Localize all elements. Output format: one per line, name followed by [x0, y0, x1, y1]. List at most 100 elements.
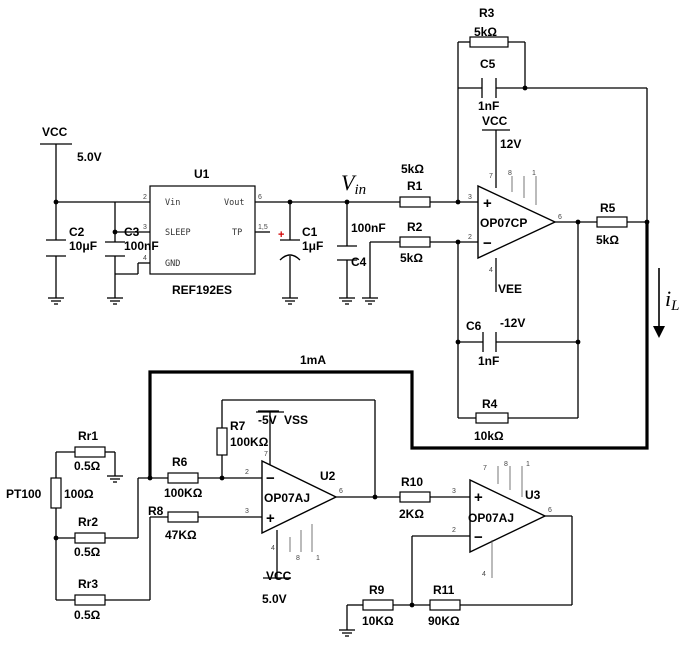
u3-pin8: 8 — [504, 461, 508, 468]
r9-designator: R9 — [369, 583, 385, 597]
rr1-value: 0.5Ω — [74, 459, 101, 473]
ground-symbols — [48, 297, 378, 637]
r2-body — [399, 236, 431, 248]
u1-pin-gnd-label: GND — [165, 259, 180, 269]
u2-minus: − — [266, 470, 275, 487]
rr2-designator: Rr2 — [78, 515, 98, 529]
c1-plate-curved — [279, 254, 301, 261]
r5-body — [596, 216, 628, 228]
u2-pin7: 7 — [264, 451, 268, 458]
ground-icon — [282, 297, 298, 305]
u3-pin1: 1 — [526, 461, 530, 468]
u1-pin4-number: 4 — [143, 255, 147, 262]
u3-pin2: 2 — [452, 527, 456, 534]
u1-part-number: REF192ES — [172, 283, 232, 297]
vcc-voltage: 5.0V — [77, 150, 102, 164]
c2-designator: C2 — [69, 225, 85, 239]
vcc2-voltage: 12V — [500, 137, 521, 151]
c2-value: 10μF — [69, 239, 97, 253]
u1-pin6-number: 6 — [258, 194, 262, 201]
r8-body — [167, 511, 199, 523]
opamp-u3: + − 3 2 6 7 8 1 4 OP07AJ U3 — [452, 461, 552, 578]
ground-icon — [339, 629, 355, 637]
r1-body — [399, 196, 431, 208]
supply-labels: VCC 5.0V VCC 12V VEE -12V -5V VSS VCC 5.… — [42, 114, 525, 606]
ground-icon — [339, 297, 355, 305]
r3-designator: R3 — [479, 6, 495, 20]
u1-pin-tp-label: TP — [232, 228, 242, 238]
c6-designator: C6 — [466, 319, 482, 333]
u3-plus: + — [474, 489, 483, 506]
r7-value: 100KΩ — [230, 435, 269, 449]
u1-pin2-number: 2 — [143, 194, 147, 201]
r11-body — [429, 599, 461, 611]
reference-chip: Vin Vout SLEEP TP GND 2 3 4 6 1,5 U1 REF… — [143, 167, 268, 297]
r1-designator: R1 — [407, 179, 423, 193]
c1-value: 1μF — [302, 239, 323, 253]
c3-designator: C3 — [124, 225, 140, 239]
ground-icon — [362, 297, 378, 305]
r4-value: 10kΩ — [474, 429, 504, 443]
op1-pin2: 2 — [468, 234, 472, 241]
u3-part-number: OP07AJ — [468, 511, 514, 525]
op1-pin1: 1 — [532, 170, 536, 177]
vcc3-voltage: 5.0V — [262, 592, 287, 606]
resistor-bodies — [50, 36, 628, 611]
opamp-op07cp: + − 3 2 6 7 8 1 4 OP07CP — [468, 170, 562, 274]
rr3-body — [74, 594, 106, 606]
c4-designator: C4 — [351, 255, 367, 269]
op1-pin8: 8 — [508, 170, 512, 177]
r6-body — [167, 472, 199, 484]
rr2-body — [74, 532, 106, 544]
ground-icon — [107, 297, 123, 305]
vcc3-label: VCC — [266, 569, 292, 583]
u1-pin-vin-label: Vin — [165, 198, 180, 208]
u1-pin3-number: 3 — [143, 224, 147, 231]
capacitor-plates — [46, 78, 497, 352]
u2-designator: U2 — [320, 469, 336, 483]
r6-designator: R6 — [172, 455, 188, 469]
r10-body — [399, 491, 431, 503]
op1-pin4: 4 — [489, 267, 493, 274]
vee-label: VEE — [498, 282, 522, 296]
rr1-body — [74, 446, 106, 458]
c6-value: 1nF — [478, 354, 499, 368]
r1-value: 5kΩ — [401, 162, 424, 176]
r4-designator: R4 — [482, 397, 498, 411]
component-labels: C2 10μF C3 100nF + C1 1μF 100nF C4 C5 1n… — [6, 6, 619, 628]
u1-pin-vout-label: Vout — [224, 198, 244, 208]
ground-icon — [48, 297, 64, 305]
u2-pin4: 4 — [271, 545, 275, 552]
pt100-body — [50, 477, 62, 509]
rr2-value: 0.5Ω — [74, 545, 101, 559]
rr3-designator: Rr3 — [78, 577, 98, 591]
c1-designator: C1 — [302, 225, 318, 239]
u3-minus: − — [474, 529, 483, 546]
r9-body — [362, 599, 394, 611]
down-arrow-icon — [653, 326, 665, 338]
r11-value: 90KΩ — [428, 614, 460, 628]
rr1-designator: Rr1 — [78, 429, 98, 443]
u1-pin-sleep-label: SLEEP — [165, 228, 191, 238]
u2-part-number: OP07AJ — [264, 491, 310, 505]
r8-value: 47KΩ — [165, 528, 197, 542]
u3-pin3: 3 — [452, 488, 456, 495]
c3-value: 100nF — [124, 239, 159, 253]
r3-body — [469, 36, 509, 48]
c5-value: 1nF — [478, 99, 499, 113]
u3-pin6: 6 — [548, 507, 552, 514]
u2-plus: + — [266, 510, 275, 527]
u2-pin6: 6 — [339, 488, 343, 495]
u3-pin7: 7 — [483, 465, 487, 472]
vcc-label: VCC — [42, 125, 68, 139]
vin-symbol: Vin — [341, 170, 366, 198]
r3-value: 5kΩ — [474, 25, 497, 39]
opamp-u2: − + 2 3 6 7 4 8 1 OP07AJ U2 — [245, 451, 343, 562]
u1-designator: U1 — [194, 167, 210, 181]
r2-value: 5kΩ — [400, 251, 423, 265]
u2-pin1: 1 — [316, 555, 320, 562]
u2-pin8: 8 — [296, 555, 300, 562]
u2-pin2: 2 — [245, 469, 249, 476]
u3-pin4: 4 — [482, 571, 486, 578]
